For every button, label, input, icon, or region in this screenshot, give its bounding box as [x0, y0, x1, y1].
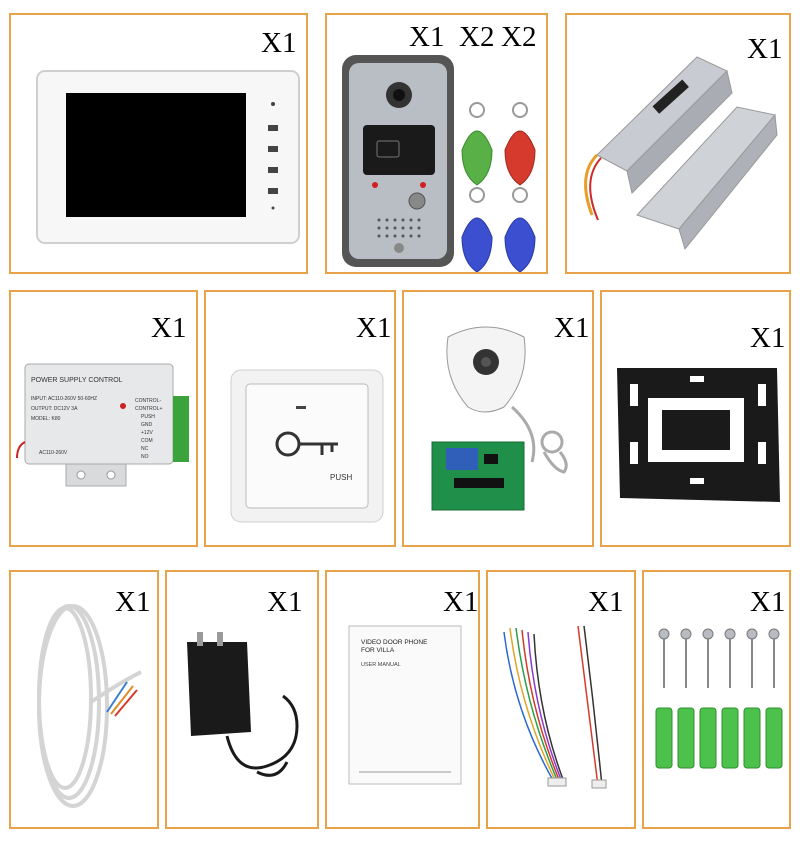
power-supply-model: MODEL: K80 — [31, 416, 61, 422]
quantity-label: X1 — [750, 322, 786, 354]
user-manual-image: VIDEO DOOR PHONE FOR VILLA USER MANUAL — [348, 625, 462, 785]
cell-screws: X1 — [642, 570, 791, 829]
door-station-image — [342, 55, 536, 272]
quantity-label: X1 — [151, 312, 187, 344]
quantity-label: X2 — [501, 21, 537, 53]
cell-power-supply: X1 POWER SUPPLY CONTROL INPUT: AC110-260… — [9, 290, 198, 547]
quantity-label: X1 — [115, 586, 151, 618]
terminal-label: COM — [141, 438, 153, 444]
terminal-label: NC — [141, 446, 149, 452]
power-supply-input: INPUT: AC110-260V 50-60HZ — [31, 396, 97, 402]
cell-monitor: X1 — [9, 13, 308, 274]
connection-wires-image — [503, 625, 607, 789]
terminal-label: CONTROL- — [135, 398, 161, 404]
terminal-label: +12V — [141, 430, 153, 436]
cell-door-station: X1 X2 X2 — [325, 13, 548, 274]
quantity-label: X1 — [356, 312, 392, 344]
cell-manual: X1 VIDEO DOOR PHONE FOR VILLA USER MANUA… — [325, 570, 480, 829]
exit-button-image: PUSH — [230, 369, 384, 523]
cell-wires: X1 — [486, 570, 636, 829]
cell-exit-button: X1 PUSH — [204, 290, 396, 547]
exit-button-label: PUSH — [330, 473, 352, 482]
power-supply-image: POWER SUPPLY CONTROL INPUT: AC110-260V 5… — [16, 363, 189, 487]
manual-subtitle: USER MANUAL — [361, 662, 401, 668]
quantity-label: X1 — [409, 21, 445, 53]
cell-adapter: X1 — [165, 570, 319, 829]
cable-coil-image — [37, 604, 142, 808]
cell-bolt-lock: X1 — [565, 13, 791, 274]
quantity-label: X1 — [267, 586, 303, 618]
quantity-label: X1 — [443, 586, 479, 618]
quantity-label: X1 — [750, 586, 786, 618]
manual-title-line: FOR VILLA — [361, 647, 395, 654]
screws-anchors-image — [655, 628, 783, 769]
mounting-bracket-image — [617, 368, 780, 502]
quantity-label: X2 — [459, 21, 495, 53]
electric-bolt-lock-image — [584, 56, 778, 251]
quantity-label: X1 — [747, 33, 783, 65]
terminal-label: CONTROL+ — [135, 406, 162, 412]
cell-remote-kit: X1 — [402, 290, 594, 547]
power-adapter-image — [187, 632, 299, 777]
power-supply-ac: AC110-260V — [39, 450, 68, 456]
cell-mount-bracket: X1 — [600, 290, 791, 547]
terminal-label: GND — [141, 422, 153, 428]
manual-title-line: VIDEO DOOR PHONE — [361, 639, 428, 646]
cell-cable: X1 — [9, 570, 159, 829]
quantity-label: X1 — [261, 27, 297, 59]
quantity-label: X1 — [588, 586, 624, 618]
terminal-label: PUSH — [141, 414, 155, 420]
remote-receiver-image — [431, 326, 568, 511]
quantity-label: X1 — [554, 312, 590, 344]
power-supply-title: POWER SUPPLY CONTROL — [31, 377, 123, 384]
power-supply-output: OUTPUT: DC12V 3A — [31, 406, 78, 412]
indoor-monitor-image — [36, 70, 300, 244]
terminal-label: NO — [141, 454, 149, 460]
